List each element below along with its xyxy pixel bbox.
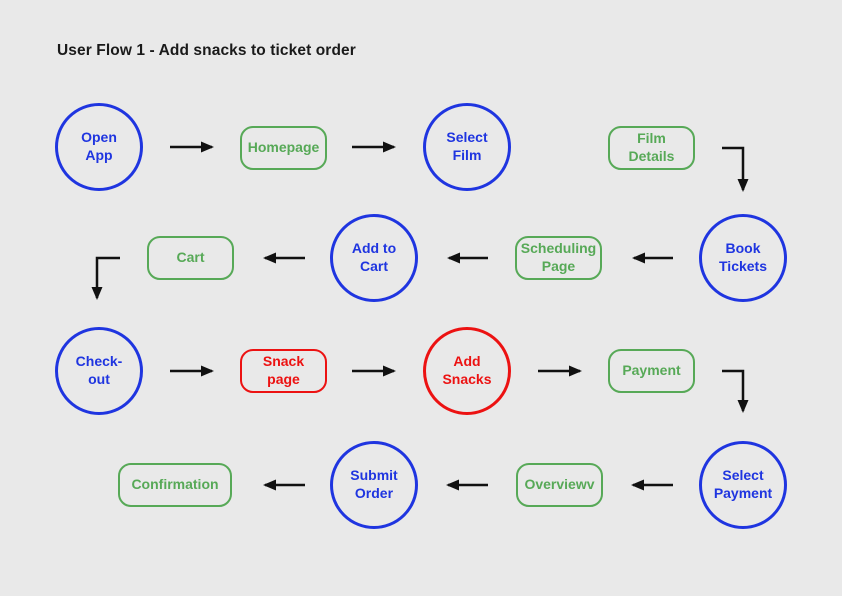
node-payment-label: Payment (622, 362, 681, 379)
node-add-to-cart-label: Add to Cart (351, 240, 397, 274)
node-overview[interactable]: Overviewv (516, 463, 603, 507)
arrow-filmdetails-booktickets (722, 146, 749, 192)
node-confirmation[interactable]: Confirmation (118, 463, 232, 507)
arrow-cart-checkout (91, 256, 120, 300)
node-overview-label: Overviewv (524, 476, 595, 493)
node-cart-label: Cart (176, 249, 205, 266)
node-add-snacks-label: Add Snacks (442, 353, 492, 387)
node-film-details-label: Film Details (628, 130, 675, 164)
node-submit-order-label: Submit Order (350, 467, 398, 501)
node-cart[interactable]: Cart (147, 236, 234, 280)
node-submit-order[interactable]: Submit Order (330, 441, 418, 529)
node-add-snacks[interactable]: Add Snacks (423, 327, 511, 415)
node-select-payment-label: Select Payment (713, 467, 773, 501)
node-homepage-label: Homepage (247, 139, 320, 156)
node-add-to-cart[interactable]: Add to Cart (330, 214, 418, 302)
node-book-tickets[interactable]: Book Tickets (699, 214, 787, 302)
node-checkout[interactable]: Check- out (55, 327, 143, 415)
node-snack-page[interactable]: Snack page (240, 349, 327, 393)
node-homepage[interactable]: Homepage (240, 126, 327, 170)
node-scheduling-page-label: Scheduling Page (520, 240, 597, 274)
node-payment[interactable]: Payment (608, 349, 695, 393)
node-open-app[interactable]: Open App (55, 103, 143, 191)
node-select-film-label: Select Film (446, 129, 488, 163)
diagram-title: User Flow 1 - Add snacks to ticket order (57, 42, 356, 59)
node-book-tickets-label: Book Tickets (719, 240, 767, 274)
node-scheduling-page[interactable]: Scheduling Page (515, 236, 602, 280)
node-select-payment[interactable]: Select Payment (699, 441, 787, 529)
arrow-payment-selectpayment (722, 369, 749, 413)
node-checkout-label: Check- out (75, 353, 123, 387)
node-select-film[interactable]: Select Film (423, 103, 511, 191)
node-open-app-label: Open App (81, 129, 117, 163)
node-film-details[interactable]: Film Details (608, 126, 695, 170)
node-confirmation-label: Confirmation (131, 476, 219, 493)
node-snack-page-label: Snack page (262, 353, 305, 387)
